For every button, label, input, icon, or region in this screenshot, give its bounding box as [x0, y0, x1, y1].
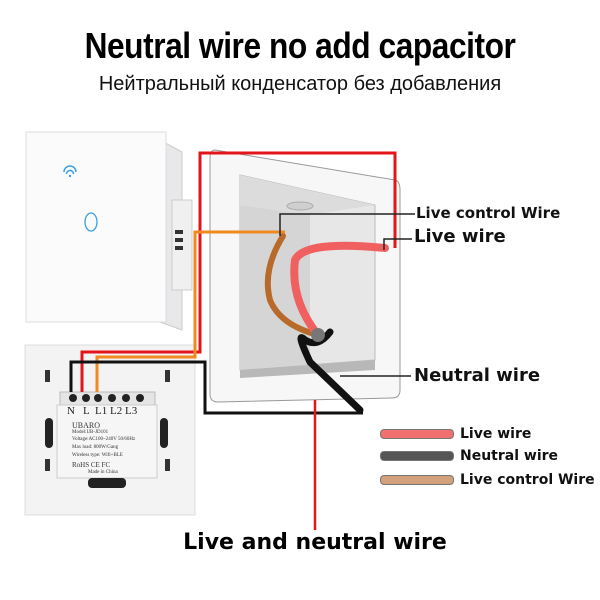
terminal-n: N — [67, 405, 75, 417]
control-swatch — [380, 475, 454, 485]
module-brand: UBARO — [72, 421, 101, 430]
legend-item-control: Live control Wire — [380, 472, 595, 488]
wall-junction-box — [209, 149, 401, 403]
live-swatch — [380, 429, 454, 439]
terminal-l3: L3 — [125, 405, 138, 417]
terminal-l2: L2 — [110, 405, 123, 417]
bottom-callout: Live and neutral wire — [183, 530, 447, 555]
control-wire-in-box — [264, 233, 321, 338]
neutral-callout: Neutral wire — [414, 365, 541, 386]
live-wire-in-box — [290, 241, 389, 339]
page-subtitle: Нейтральный конденсатор без добавления — [98, 73, 502, 95]
module-model: Model:UB-JD101 — [72, 430, 109, 435]
terminal-l: L — [83, 405, 90, 417]
switch-front-panel — [25, 131, 193, 331]
module-voltage: Voltage:AC100~240V 50/60Hz — [72, 437, 136, 442]
neutral-wire-line — [69, 360, 363, 415]
module-origin: Made in China — [88, 470, 118, 475]
live-callout: Live wire — [414, 226, 506, 247]
legend-label: Live wire — [460, 426, 532, 442]
wifi-icon — [63, 165, 77, 178]
legend-label: Live control Wire — [460, 472, 595, 488]
legend-label: Neutral wire — [460, 448, 559, 464]
module-certs: RoHS CE FC — [72, 461, 111, 469]
legend-item-neutral: Neutral wire — [380, 448, 558, 464]
neutral-swatch — [380, 451, 454, 461]
module-max-load: Max load: 800W/Gang — [72, 445, 119, 450]
live-wire-line — [80, 151, 397, 392]
control-wire-line — [95, 230, 285, 392]
legend-item-live: Live wire — [380, 426, 531, 442]
terminal-l1: L1 — [95, 405, 108, 417]
live-control-callout: Live control Wire — [416, 204, 561, 222]
page-title: Neutral wire no add capacitor — [84, 25, 516, 66]
touch-button-icon — [84, 212, 98, 232]
switch-back-panel — [24, 344, 196, 516]
live-leader — [383, 238, 412, 250]
module-wireless: Wireless type: Wifi+BLE — [72, 453, 123, 458]
live-control-leader — [279, 213, 415, 236]
